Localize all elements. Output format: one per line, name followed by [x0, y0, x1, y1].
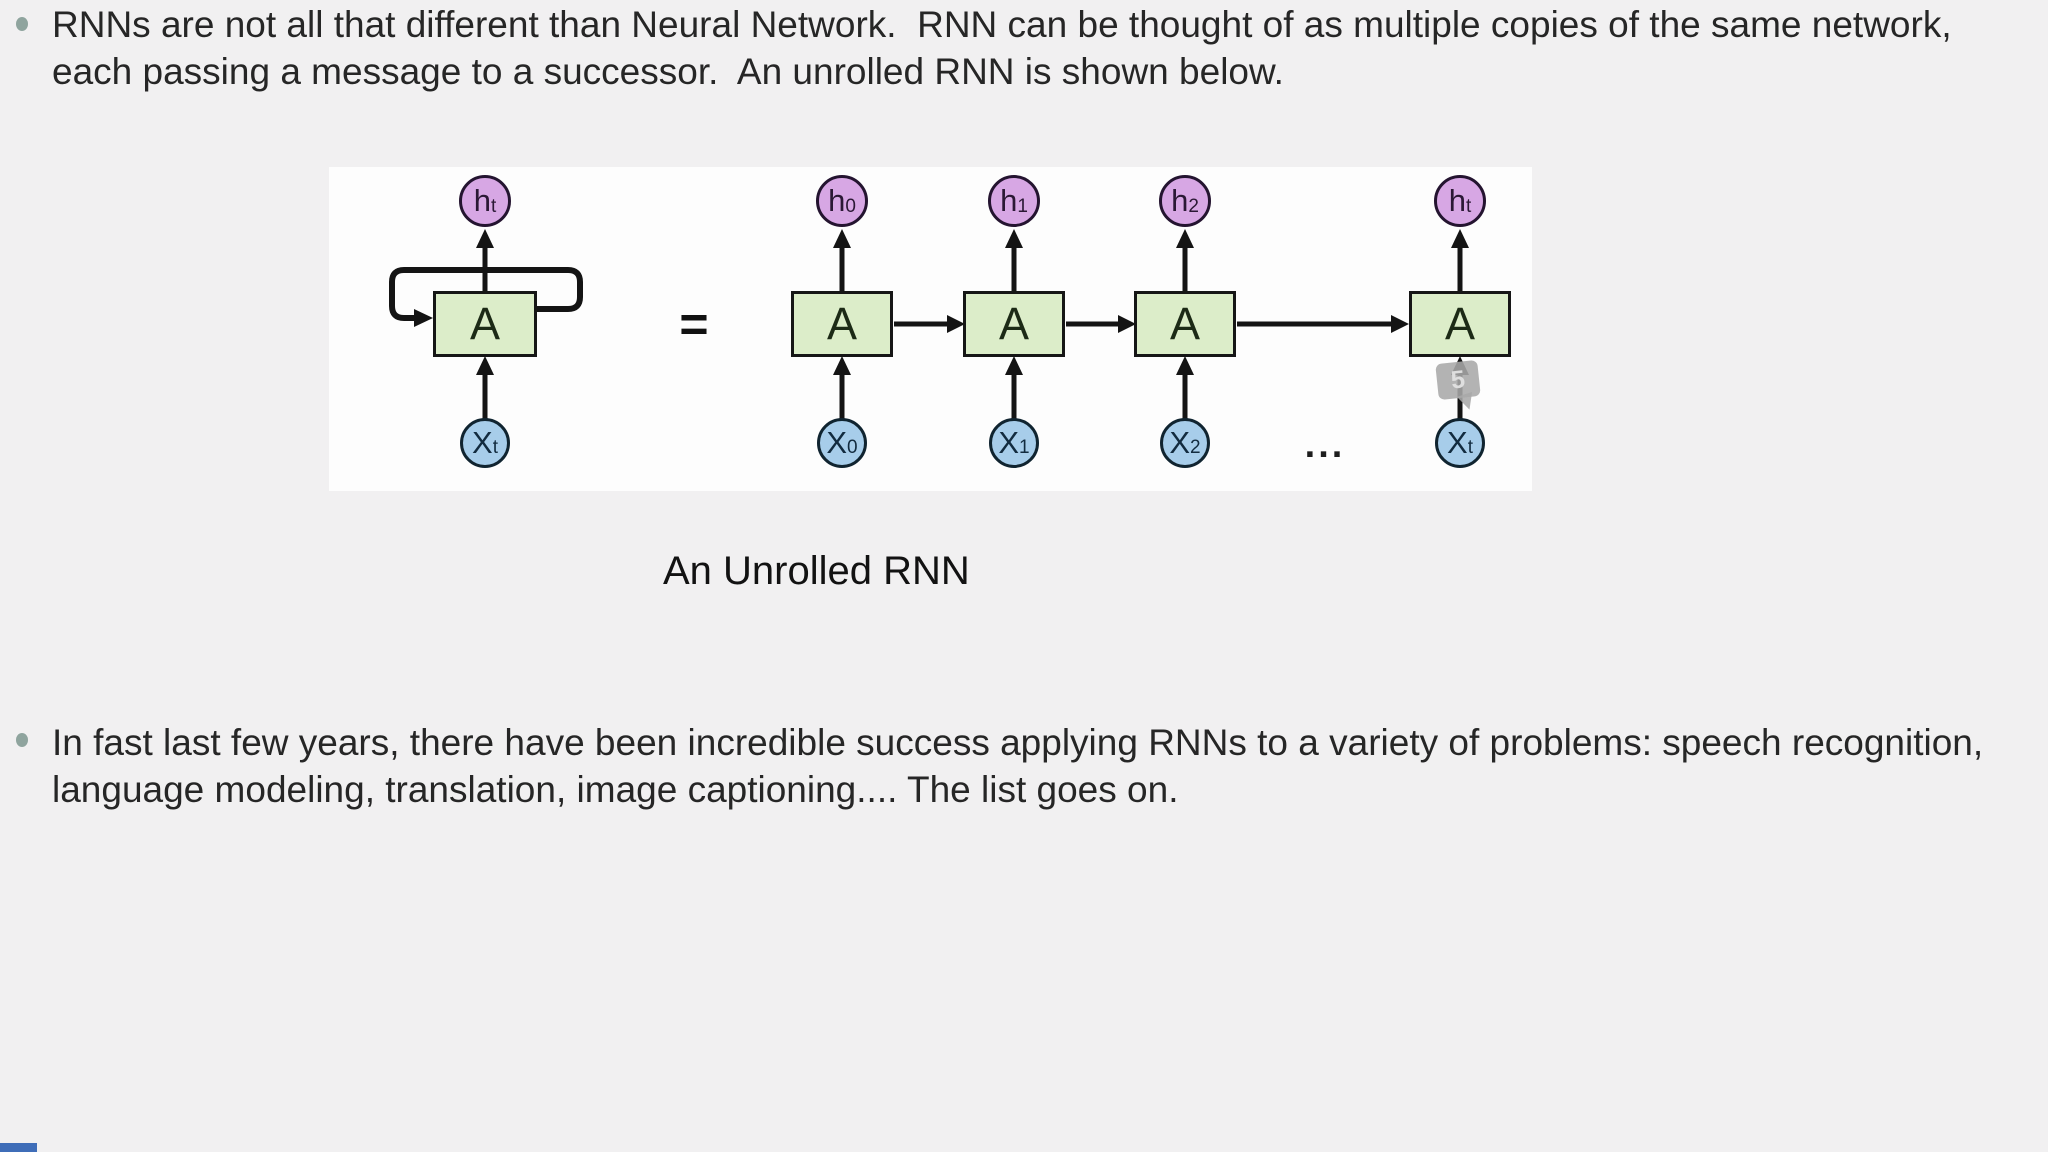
node-subscript: t: [1467, 437, 1473, 458]
node-label: h: [473, 183, 491, 218]
rnn-cell-box: A: [963, 291, 1065, 357]
diagram-arrows: [389, 229, 1469, 419]
bullet-1-line-2: each passing a message to a successor. A…: [52, 51, 1284, 92]
node-label: A: [998, 298, 1029, 349]
node-subscript: 2: [1188, 196, 1199, 217]
node-label: X: [826, 425, 848, 460]
rnn-cell-box: A: [791, 291, 893, 357]
node-subscript: 0: [845, 196, 856, 217]
node-subscript: 1: [1017, 196, 1028, 217]
rnn-cell-box: A: [1134, 291, 1236, 357]
node-label: X: [1447, 425, 1468, 460]
bullet-1-line-1: RNNs are not all that different than Neu…: [52, 4, 1952, 45]
figure-caption: An Unrolled RNN: [663, 549, 970, 593]
annotation-bubble-icon: 5: [1435, 359, 1481, 401]
node-label: h: [1171, 183, 1189, 218]
node-subscript: t: [492, 437, 498, 458]
node-subscript: 1: [1019, 437, 1030, 458]
node-label: A: [826, 298, 857, 349]
bullet-2-line-1: In fast last few years, there have been …: [52, 722, 1984, 763]
bullet-marker-icon: [16, 17, 28, 31]
bullet-paragraph-1: RNNs are not all that different than Neu…: [52, 1, 1952, 95]
node-label: A: [1444, 298, 1475, 349]
node-subscript: t: [490, 196, 497, 217]
bullet-paragraph-2: In fast last few years, there have been …: [52, 719, 1983, 813]
video-progress-bar[interactable]: [0, 1143, 37, 1152]
ellipsis: ...: [1304, 424, 1346, 466]
node-label: h: [1000, 183, 1018, 218]
node-label: X: [472, 425, 493, 460]
node-subscript: t: [1465, 196, 1472, 217]
bullet-2-line-2: language modeling, translation, image ca…: [52, 769, 1179, 810]
node-subscript: 0: [847, 437, 858, 458]
equals-sign: =: [679, 296, 709, 352]
bullet-marker-icon: [16, 733, 28, 747]
rnn-cell-box: A: [433, 291, 537, 357]
rnn-cell-box: A: [1409, 291, 1511, 357]
node-label: X: [998, 425, 1020, 460]
node-label: A: [1169, 298, 1200, 349]
node-label: X: [1169, 425, 1191, 460]
node-label: A: [469, 298, 500, 349]
node-subscript: 2: [1190, 437, 1201, 458]
node-label: h: [828, 183, 846, 218]
node-label: h: [1448, 183, 1466, 218]
